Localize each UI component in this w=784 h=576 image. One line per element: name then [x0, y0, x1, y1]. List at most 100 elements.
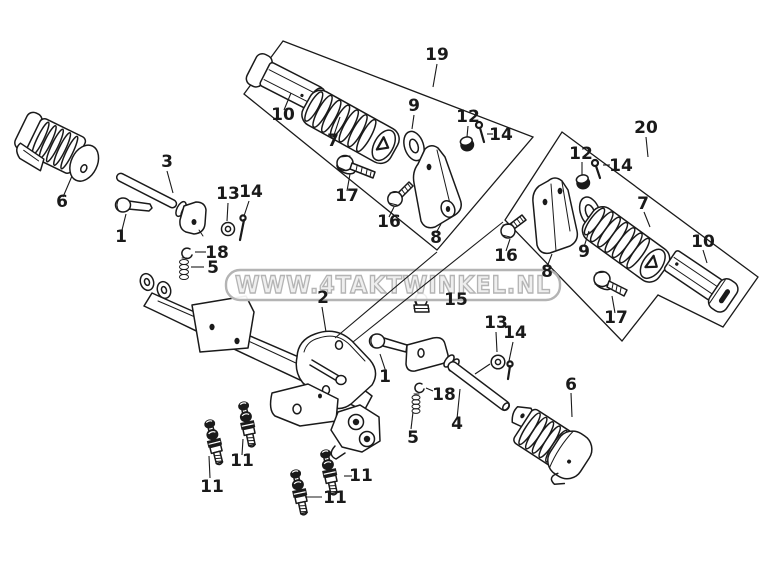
part-number-label: 9 [578, 242, 590, 262]
leader-line [283, 92, 292, 111]
part-number-label: 20 [634, 118, 658, 138]
footpeg-rubber-right-drawing [511, 405, 593, 485]
part-number-label: 11 [323, 488, 347, 508]
leader-line [546, 253, 553, 268]
nut-12-right-drawing [575, 174, 591, 190]
footpeg-rubber-left-drawing [14, 111, 100, 182]
part-number-label: 8 [541, 262, 553, 282]
leader-line [62, 175, 73, 198]
stud-11-b [235, 399, 260, 449]
part-number-label: 19 [425, 45, 449, 65]
leader-line [379, 353, 387, 373]
leader-line [243, 200, 250, 217]
part-number-label: 14 [239, 182, 263, 202]
part-number-label: 12 [569, 144, 593, 164]
pivot-pin-10-right-drawing [663, 250, 739, 313]
part-number-label: 3 [161, 152, 173, 172]
leader-line [505, 238, 511, 252]
part-number-label: 5 [407, 428, 419, 448]
watermark-box [224, 268, 562, 302]
leader-line [645, 136, 649, 158]
footpeg-rubber-7-left-drawing [301, 89, 400, 165]
leader-line [495, 331, 498, 353]
part-number-label: 14 [503, 323, 527, 343]
part-number-label: 17 [335, 186, 359, 206]
leader-line [570, 392, 573, 418]
part-number-label: 6 [56, 192, 68, 212]
snap-ring-18-right-drawing [414, 382, 425, 394]
part-number-label: 7 [637, 194, 649, 214]
part-number-label: 4 [451, 414, 463, 434]
part-number-label: 10 [271, 105, 295, 125]
leader-line [410, 411, 414, 430]
step-bar-4-drawing [405, 336, 511, 412]
joint-bolt-left-drawing [114, 197, 153, 213]
stud-11-c [287, 467, 312, 517]
leader-line [388, 206, 395, 218]
bolt-17-right-drawing [593, 270, 628, 297]
washer-9-left-drawing [403, 130, 425, 162]
bolt-16-left-drawing [387, 181, 414, 207]
bolt-17-left-drawing [336, 154, 376, 179]
part-number-label: 18 [432, 385, 456, 405]
leader-line [411, 114, 415, 130]
snap-ring-18-left-drawing [181, 247, 193, 260]
leader-line [643, 211, 651, 228]
part-number-label: 10 [691, 232, 715, 252]
leader-lines [62, 63, 708, 498]
part-number-label: 7 [327, 131, 339, 151]
bracket-8-right-drawing [532, 177, 579, 255]
leader-line [226, 202, 229, 222]
bolt-16-right-drawing [500, 214, 527, 239]
spring-5-left-drawing [179, 257, 189, 280]
leader-line [508, 341, 514, 362]
sub-assembly-20-box [504, 131, 759, 342]
leader-line [702, 249, 708, 264]
leader-line [432, 63, 438, 88]
washer-13-right-drawing [490, 354, 506, 370]
stud-11-a [201, 417, 228, 467]
leader-line [333, 116, 341, 136]
leader-line [352, 221, 504, 343]
leader-line [435, 223, 442, 234]
leader-line [121, 213, 127, 231]
part-number-label: 17 [604, 308, 628, 328]
part-number-label: 14 [489, 125, 513, 145]
joint-bolt-right-drawing [368, 333, 408, 353]
part-number-label: 5 [207, 258, 219, 278]
part-number-label: 13 [484, 313, 508, 333]
leader-line [466, 125, 469, 138]
cotter-pin-14-left-drawing [238, 214, 247, 242]
leader-line [456, 388, 461, 420]
part-number-label: 6 [565, 375, 577, 395]
bracket-8-left-drawing [412, 145, 462, 229]
cotter-pin-14-box19-drawing [474, 120, 486, 144]
cotter-pin-14-right-drawing [590, 158, 602, 180]
main-bracket-bar-2-drawing [139, 272, 381, 460]
leader-line [241, 438, 244, 456]
part-number-label: 16 [377, 212, 401, 232]
part-number-label: 8 [430, 228, 442, 248]
part-number-label: 13 [216, 184, 240, 204]
leader-line [208, 455, 211, 479]
leader-line [166, 170, 174, 194]
part-number-label: 12 [456, 107, 480, 127]
part-number-label: 16 [494, 246, 518, 266]
part-number-label: 11 [349, 466, 373, 486]
part-number-label: 11 [230, 451, 254, 471]
spring-5-right-drawing [411, 393, 421, 414]
leader-line [321, 306, 327, 333]
leader-line [583, 230, 590, 248]
part-number-label: 9 [408, 96, 420, 116]
step-bar-3-drawing [115, 172, 207, 237]
part-number-label: 14 [609, 156, 633, 176]
footpeg-rubber-7-right-drawing [581, 206, 671, 283]
part-number-label: 1 [379, 367, 391, 387]
nut-12-left-drawing [459, 136, 475, 152]
leader-line [425, 387, 434, 392]
leader-line [346, 173, 351, 192]
watermark-text: WWW.4TAKTWINKEL.NL [235, 271, 551, 299]
